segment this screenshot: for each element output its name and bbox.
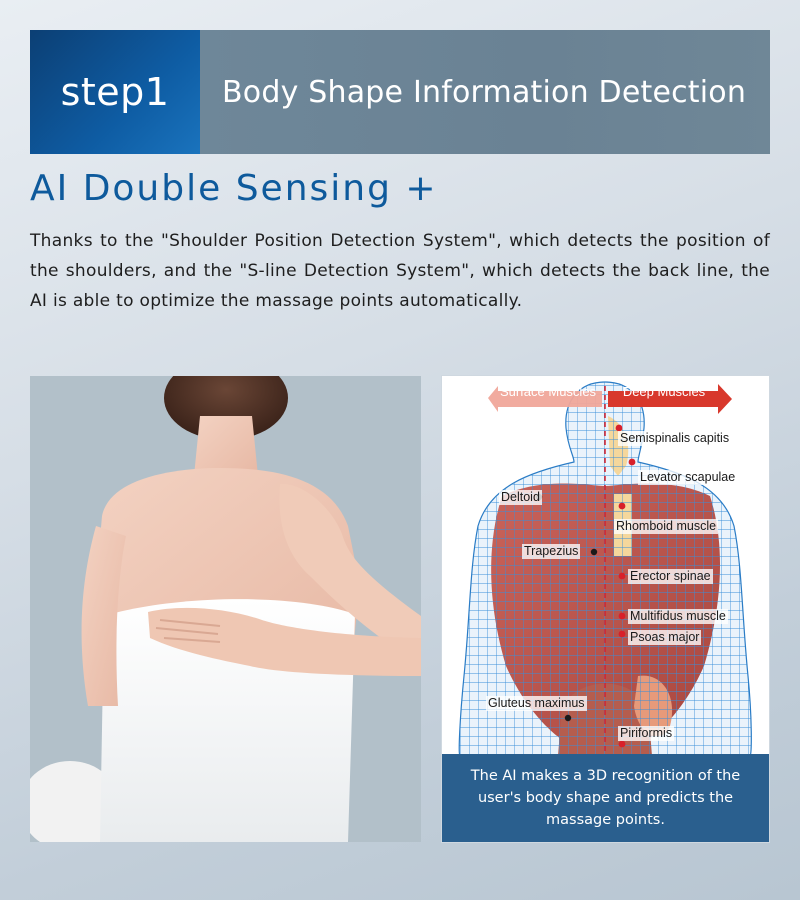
- label-trapezius: Trapezius: [522, 544, 581, 559]
- surface-muscles-label: Surface Muscles: [499, 383, 597, 399]
- step-badge: step1: [30, 30, 200, 154]
- caption-text: The AI makes a 3D recognition of the use…: [470, 768, 741, 828]
- label-piriformis: Piriformis: [618, 726, 675, 741]
- label-rhomboid-muscle: Rhomboid muscle: [614, 519, 719, 534]
- headline: AI Double Sensing +: [30, 168, 438, 209]
- step-label: step1: [60, 70, 170, 114]
- step-title-bar: Body Shape Information Detection: [200, 30, 770, 154]
- label-gluteus-maximus: Gluteus maximus: [486, 696, 587, 711]
- deep-arrow-icon: [608, 384, 732, 414]
- anatomy-diagram: Surface Muscles Deep Muscles Semispinali…: [441, 375, 770, 843]
- label-levator-scapulae: Levator scapulae: [638, 470, 738, 485]
- label-psoas-major: Psoas major: [628, 630, 702, 645]
- label-multifidus-muscle: Multifidus muscle: [628, 609, 728, 624]
- description-text: Thanks to the "Shoulder Position Detecti…: [30, 231, 770, 311]
- label-erector-spinae: Erector spinae: [628, 569, 713, 584]
- massage-photo: [30, 376, 421, 842]
- massage-photo-illustration: [30, 376, 421, 842]
- label-deltoid: Deltoid: [499, 490, 542, 505]
- step-header: step1 Body Shape Information Detection: [30, 30, 770, 154]
- surface-arrow-icon: [488, 386, 602, 412]
- label-semispinalis-capitis: Semispinalis capitis: [618, 431, 732, 446]
- step-title: Body Shape Information Detection: [222, 74, 747, 110]
- caption-box: The AI makes a 3D recognition of the use…: [442, 754, 769, 842]
- deep-muscles-label: Deep Muscles: [622, 383, 706, 399]
